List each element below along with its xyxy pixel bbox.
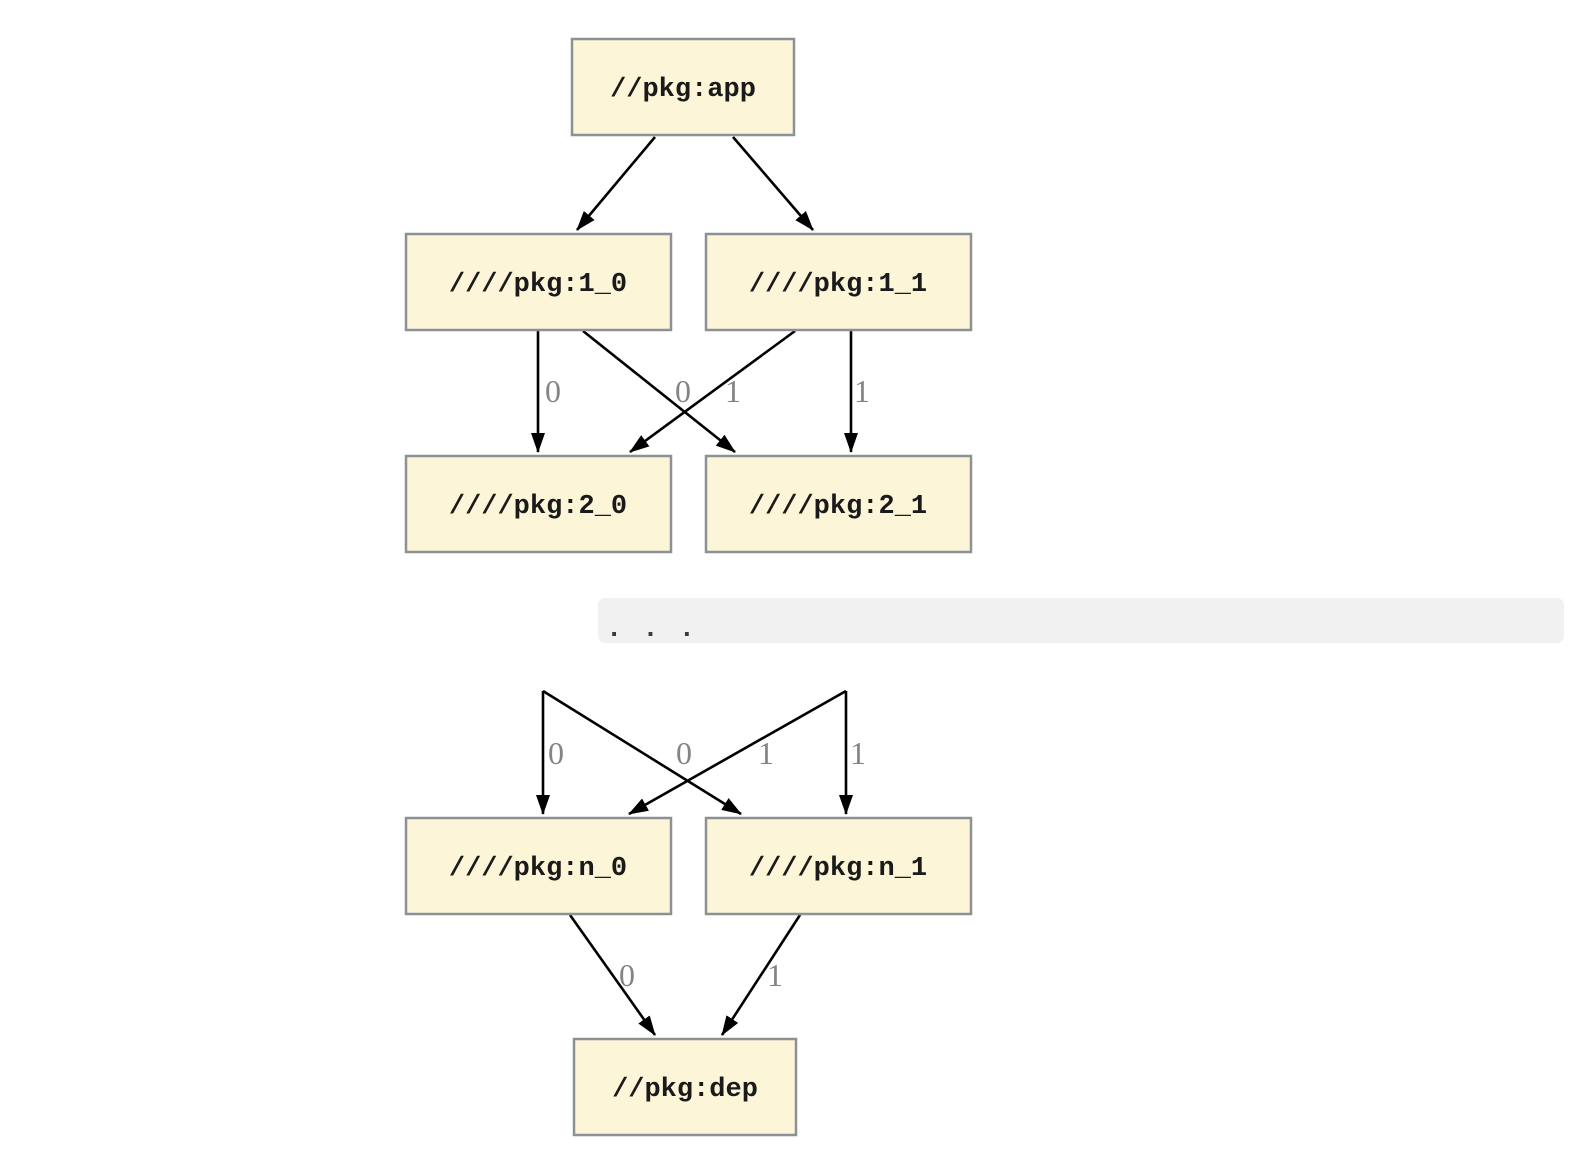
- edge-label: 0: [675, 373, 691, 409]
- edge-app-to-1_0: [576, 136, 656, 231]
- node-box: [704, 232, 973, 332]
- edge-1_0-to-2_1: [582, 329, 736, 454]
- ellipsis-bar-background: [598, 598, 1564, 643]
- edge-label: 1: [725, 373, 741, 409]
- edge-label: 0: [548, 735, 564, 771]
- edge-n_0-to-dep: [568, 914, 657, 1036]
- edge-label: 1: [854, 373, 870, 409]
- edge-ellipsis-to-n_0-cross: [628, 689, 847, 816]
- node-box: [572, 1037, 798, 1137]
- node-box: [704, 454, 973, 554]
- edge-label: 0: [676, 735, 692, 771]
- node-label: //pkg:app: [610, 75, 756, 105]
- node-box: [404, 816, 673, 916]
- node-label: ////pkg:n_0: [449, 854, 627, 884]
- node-pkg-app: //pkg:app: [570, 37, 796, 137]
- node-pkg-n_1: ////pkg:n_1: [704, 816, 973, 916]
- node-box: [404, 232, 673, 332]
- node-box: [570, 37, 796, 137]
- edge-label: 0: [545, 373, 561, 409]
- edge-n_1-to-dep: [720, 914, 802, 1036]
- node-pkg-n_0: ////pkg:n_0: [404, 816, 673, 916]
- edge-label-layer: 0 0 1 1 0 0 1 1 0 1: [545, 373, 870, 993]
- node-label: ////pkg:1_0: [449, 270, 627, 300]
- node-pkg-dep: //pkg:dep: [572, 1037, 798, 1137]
- node-pkg-1_1: ////pkg:1_1: [704, 232, 973, 332]
- edge-label: 0: [619, 957, 635, 993]
- edge-layer: [531, 136, 858, 1036]
- node-pkg-2_0: ////pkg:2_0: [404, 454, 673, 554]
- edge-label: 1: [850, 735, 866, 771]
- node-pkg-1_0: ////pkg:1_0: [404, 232, 673, 332]
- node-label: ////pkg:2_0: [449, 492, 627, 522]
- edge-label: 1: [767, 957, 783, 993]
- node-label: ////pkg:n_1: [749, 854, 927, 884]
- ellipsis-bar: . . .: [598, 598, 1564, 645]
- node-box: [404, 454, 673, 554]
- edge-app-to-1_1: [732, 136, 814, 231]
- edge-label: 1: [758, 735, 774, 771]
- node-label: //pkg:dep: [612, 1075, 758, 1105]
- node-box: [704, 816, 973, 916]
- node-pkg-2_1: ////pkg:2_1: [704, 454, 973, 554]
- edge-ellipsis-to-n_1-cross: [542, 689, 742, 816]
- node-label: ////pkg:2_1: [749, 492, 927, 522]
- ellipsis-text: . . .: [606, 615, 697, 645]
- edge-1_1-to-2_0: [629, 329, 796, 454]
- node-label: ////pkg:1_1: [749, 270, 927, 300]
